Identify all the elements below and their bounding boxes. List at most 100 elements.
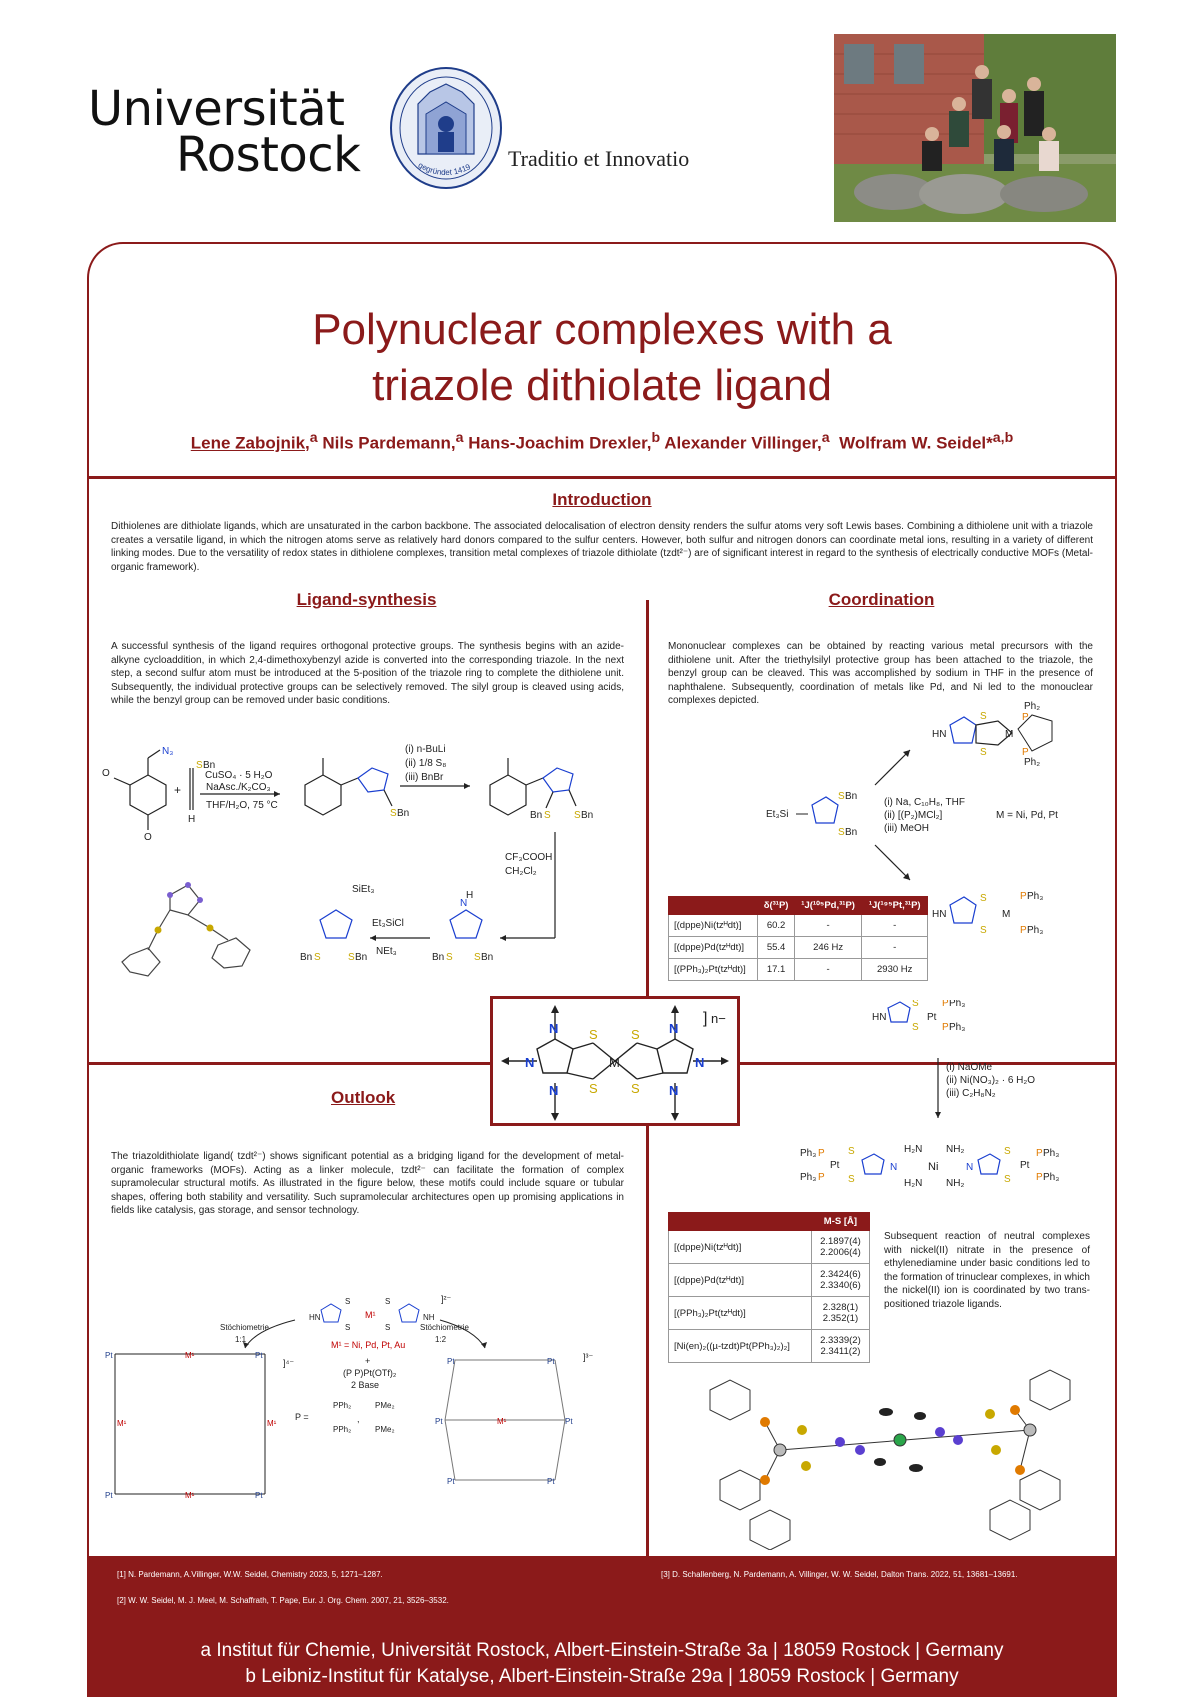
- author: Alexander Villinger,: [664, 433, 822, 453]
- svg-text:Bn: Bn: [300, 952, 312, 963]
- row-divider-right: [740, 1062, 1117, 1065]
- svg-text:P =: P =: [295, 1412, 309, 1422]
- svg-text:S: S: [980, 747, 987, 758]
- bond-value: 2.3424(6): [820, 1269, 861, 1280]
- logo-line1: Universität: [88, 81, 345, 137]
- svg-text:P: P: [1036, 1172, 1043, 1183]
- footer: [1] N. Pardemann, A.Villinger, W.W. Seid…: [87, 1556, 1117, 1697]
- svg-text:N: N: [549, 1083, 558, 1098]
- crystal-structure-image: [121, 884, 251, 977]
- svg-text:Pt: Pt: [255, 1491, 263, 1500]
- reagent-line: (P P)Pt(OTf)₂: [343, 1368, 397, 1378]
- table-row: [(dppe)Ni(tzᴴdt)] 2.1897(4)2.2006(4): [668, 1230, 871, 1264]
- svg-text:HN: HN: [932, 909, 946, 920]
- step2-condition: (ii) 1/8 S₈: [405, 758, 446, 769]
- svg-text:PPh₂: PPh₂: [333, 1425, 351, 1434]
- svg-text:Et₃Si: Et₃Si: [766, 809, 788, 820]
- charge-label: ]⁴⁻: [283, 1358, 294, 1368]
- svg-text:Bn: Bn: [581, 810, 593, 821]
- svg-text:S: S: [574, 810, 581, 821]
- table-cell: [Ni(en)₂((µ-tzdt)Pt(PPh₃)₂)₂]: [668, 1329, 812, 1363]
- svg-text:P: P: [942, 1022, 949, 1033]
- svg-text:N: N: [966, 1162, 973, 1173]
- table-row: [Ni(en)₂((µ-tzdt)Pt(PPh₃)₂)₂] 2.3339(2)2…: [668, 1329, 871, 1363]
- table-header-row: M-S [Å]: [668, 1212, 871, 1231]
- azide-molecule: [113, 749, 167, 830]
- svg-text:S: S: [980, 925, 987, 935]
- table-row: [(dppe)Pd(tzᴴdt)] 55.4 246 Hz -: [667, 936, 928, 959]
- bond-length-table: M-S [Å] [(dppe)Ni(tzᴴdt)] 2.1897(4)2.200…: [668, 1212, 871, 1363]
- svg-text:S: S: [385, 1297, 390, 1306]
- ligand-synthesis-text: A successful synthesis of the ligand req…: [111, 641, 624, 706]
- author-sup: a: [455, 430, 464, 446]
- svg-text:P: P: [1036, 1148, 1043, 1159]
- svg-text:Bn: Bn: [432, 952, 444, 963]
- svg-text:S: S: [838, 791, 845, 802]
- coordination-condition: (ii) [(P₂)MCl₂]: [884, 810, 943, 821]
- coordination-condition: (i) Na, C₁₀H₈, THF: [884, 797, 965, 808]
- reference: [1] N. Pardemann, A.Villinger, W.W. Seid…: [117, 1570, 383, 1579]
- table-cell: [(PPh₃)₂Pt(tzᴴdt)]: [668, 1296, 812, 1330]
- svg-text:S: S: [980, 893, 987, 904]
- svg-text:M¹: M¹: [185, 1351, 195, 1360]
- svg-text:N: N: [549, 1021, 558, 1036]
- svg-text:S: S: [474, 952, 481, 963]
- svg-text:N: N: [525, 1055, 534, 1070]
- svg-text:Pt: Pt: [105, 1351, 113, 1360]
- reference: [3] D. Schallenberg, N. Pardemann, A. Vi…: [661, 1570, 1018, 1579]
- svg-text:Pt: Pt: [447, 1477, 455, 1486]
- table-cell: [(dppe)Pd(tzᴴdt)]: [668, 1263, 812, 1297]
- svg-text:Pt: Pt: [447, 1357, 455, 1366]
- coordination-text: Mononuclear complexes can be obtained by…: [668, 641, 1093, 706]
- table-cell: 2.3339(2)2.3411(2): [810, 1329, 871, 1363]
- svg-text:Pt: Pt: [255, 1351, 263, 1360]
- author-sup: a: [821, 430, 830, 446]
- table-cell: 2930 Hz: [861, 958, 928, 981]
- svg-text:S: S: [544, 810, 551, 821]
- table-cell: 55.4: [757, 936, 795, 959]
- step4-condition: NEt₃: [376, 946, 397, 957]
- svg-text:Ph₃: Ph₃: [1027, 891, 1043, 902]
- svg-text:S: S: [446, 952, 453, 963]
- svg-text:M¹: M¹: [267, 1419, 277, 1428]
- svg-text:S: S: [196, 760, 203, 771]
- svg-text:Pt: Pt: [830, 1160, 840, 1171]
- svg-text:Pt: Pt: [565, 1417, 573, 1426]
- svg-text:Ph₂: Ph₂: [1024, 701, 1040, 712]
- svg-text:PMe₂: PMe₂: [375, 1401, 395, 1410]
- svg-text:P: P: [818, 1172, 825, 1183]
- svg-text:Ph₃: Ph₃: [800, 1172, 816, 1183]
- trinuclear-condition: (i) NaOMe: [946, 1062, 993, 1073]
- svg-text:P: P: [818, 1148, 825, 1159]
- reagent-line: 2 Base: [351, 1380, 379, 1390]
- table-cell: 17.1: [757, 958, 795, 981]
- svg-text:M: M: [1005, 729, 1013, 740]
- svg-text:H: H: [466, 890, 473, 901]
- svg-text:Ph₃: Ph₃: [1043, 1172, 1059, 1183]
- table-header: ¹J(¹⁰⁵Pd,³¹P): [793, 896, 863, 915]
- table-cell: [(PPh₃)₂Pt(tzᴴdt)]: [667, 958, 759, 981]
- svg-text:NH: NH: [423, 1313, 435, 1322]
- university-seal-icon: gegründet 1419: [390, 67, 502, 189]
- svg-text:Pt: Pt: [547, 1357, 555, 1366]
- svg-text:P: P: [1020, 891, 1027, 902]
- svg-text:Pt: Pt: [435, 1417, 443, 1426]
- charge-label: ]³⁻: [583, 1352, 593, 1362]
- svg-text:N: N: [890, 1162, 897, 1173]
- svg-text:N: N: [669, 1083, 678, 1098]
- svg-text:M: M: [1002, 909, 1010, 920]
- table-cell: -: [793, 914, 863, 937]
- university-logo: Universität Rostock: [88, 85, 361, 179]
- step3-condition: CH₂Cl₂: [505, 866, 537, 877]
- svg-text:N: N: [669, 1021, 678, 1036]
- step1-condition: CuSO₄ · 5 H₂O: [205, 770, 273, 781]
- table-header-row: δ(³¹P) ¹J(¹⁰⁵Pd,³¹P) ¹J(¹⁹⁵Pt,³¹P): [667, 896, 928, 915]
- table-cell: 60.2: [757, 914, 795, 937]
- svg-text:Ph₂: Ph₂: [1024, 757, 1040, 768]
- table-cell: [(dppe)Ni(tzᴴdt)]: [667, 914, 759, 937]
- svg-text:S: S: [385, 1323, 390, 1332]
